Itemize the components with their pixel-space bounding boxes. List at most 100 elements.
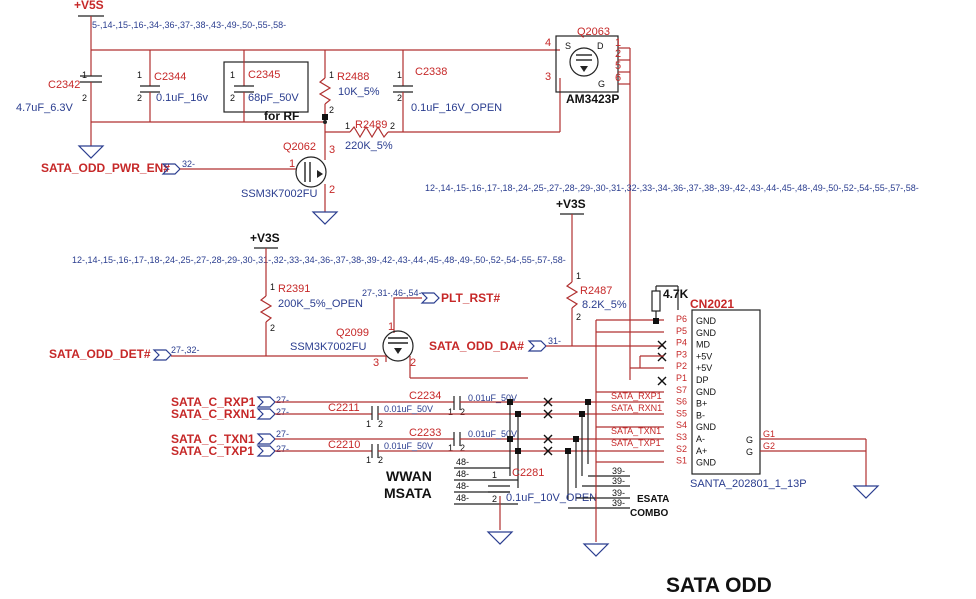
r2487-pin1: 1 xyxy=(576,271,581,281)
cn2021-pin-num: P2 xyxy=(676,361,687,371)
esata-label: ESATA xyxy=(637,494,669,505)
offpage-connector xyxy=(420,292,440,304)
net-txp1-label: SATA_C_TXP1 xyxy=(171,444,254,458)
c2344-pin1: 1 xyxy=(137,70,142,80)
junction-dot xyxy=(515,448,521,454)
c2234-pin1: 1 xyxy=(448,407,453,417)
r2489-resistor xyxy=(349,125,389,139)
net-odd-det-label: SATA_ODD_DET# xyxy=(49,347,151,361)
c2210-pin1: 1 xyxy=(366,455,371,465)
ground-symbol xyxy=(77,145,105,159)
esata-ref-39: 39- xyxy=(612,488,625,498)
net-v3s-right-label: +V3S xyxy=(556,197,586,211)
q2062-mosfet-symbol xyxy=(295,156,327,188)
q2063-value: AM3423P xyxy=(566,92,619,106)
q2063-box xyxy=(555,35,619,93)
q2099-pin2: 2 xyxy=(410,357,416,369)
cn2021-pin-num: P4 xyxy=(676,338,687,348)
plt-rst-wire xyxy=(393,297,422,333)
c2342-ref: C2342 xyxy=(48,79,80,91)
cn2021-pin-name: GND xyxy=(696,422,717,432)
cn2021-pin-num: S1 xyxy=(676,456,687,466)
r2489-value: 220K_5% xyxy=(345,140,393,152)
ground-symbol xyxy=(486,531,514,545)
q2063-pin4: 4 xyxy=(545,37,551,49)
cn2021-pin-name: A- xyxy=(696,434,705,444)
q2063-pin2: 2 xyxy=(615,48,621,60)
c2233-value: 0.01uF_50V xyxy=(468,429,517,439)
rxn1-ref: 27- xyxy=(276,407,289,417)
net-odd-da-label: SATA_ODD_DA# xyxy=(429,339,524,353)
junction-dot xyxy=(585,399,591,405)
c2338-ref: C2338 xyxy=(415,66,447,78)
junction-dot xyxy=(515,411,521,417)
r2489-pin2: 2 xyxy=(390,121,395,131)
r2487-resistor xyxy=(565,281,579,309)
q2063-pin6: 6 xyxy=(615,72,621,84)
connector-diff-label: SATA_RXN1 xyxy=(611,403,662,413)
connector-diff-label: SATA_TXP1 xyxy=(611,438,661,448)
r2391-ref: R2391 xyxy=(278,283,310,295)
q2099-pin3: 3 xyxy=(373,357,379,369)
cn2021-ref: CN2021 xyxy=(690,297,734,311)
cn2021-pin-num: S6 xyxy=(676,397,687,407)
r2391-pin1: 1 xyxy=(270,282,275,292)
no-connect-marks xyxy=(543,340,667,456)
junction-dot xyxy=(653,318,659,324)
esata-ref-39: 39- xyxy=(612,466,625,476)
odd-da-ref: 31- xyxy=(548,336,561,346)
cn2021-body xyxy=(691,309,761,475)
cn2021-pin-name: +5V xyxy=(696,351,712,361)
cn2021-part: SANTA_202801_1_13P xyxy=(690,478,807,490)
c2342-pin1: 1 xyxy=(82,70,87,80)
offpage-connector xyxy=(256,433,276,445)
c2233-pin1: 1 xyxy=(448,443,453,453)
q2062-ref: Q2062 xyxy=(283,141,316,153)
offpage-connector xyxy=(152,349,172,361)
c2234-ref: C2234 xyxy=(409,390,441,402)
cn2021-pin-name: GND xyxy=(696,458,717,468)
c2338-value: 0.1uF_16V_OPEN xyxy=(411,102,502,114)
esata-ref-39: 39- xyxy=(612,476,625,486)
q2062-value: SSM3K7002FU xyxy=(241,188,317,200)
connector-diff-label: SATA_TXN1 xyxy=(611,426,661,436)
rxp1-ref: 27- xyxy=(276,395,289,405)
q2062-arrow xyxy=(317,170,323,178)
cn2021-pin-num: S3 xyxy=(676,432,687,442)
odd-det-ref: 27-,32- xyxy=(171,345,200,355)
q2062-pin3: 3 xyxy=(329,144,335,156)
net-pwr-en-label: SATA_ODD_PWR_EN# xyxy=(41,161,170,175)
q2099-mosfet-symbol xyxy=(382,330,414,362)
txp1-ref: 27- xyxy=(276,444,289,454)
junction-dot xyxy=(507,436,513,442)
net-v3s-left-label: +V3S xyxy=(250,231,280,245)
wwan-ref-48: 48- xyxy=(456,469,469,479)
cn2021-g2-num: G2 xyxy=(763,441,775,451)
r2487-pin2: 2 xyxy=(576,312,581,322)
plt-rst-ref: 27-,31-,46-,54- xyxy=(362,288,422,298)
c2210-ref: C2210 xyxy=(328,439,360,451)
offpage-connector xyxy=(256,396,276,408)
cn2021-g1-num: G1 xyxy=(763,429,775,439)
r2489-ref: R2489 xyxy=(355,119,387,131)
cn2021-pin-num: S2 xyxy=(676,444,687,454)
q2099-value: SSM3K7002FU xyxy=(290,341,366,353)
cn2021-pin-name: MD xyxy=(696,340,710,350)
cn2021-pin-num: S5 xyxy=(676,408,687,418)
c2233-ref: C2233 xyxy=(409,427,441,439)
cn2021-pin-name: GND xyxy=(696,387,717,397)
q2099-arrow xyxy=(394,348,402,354)
q2063-body-diode xyxy=(580,66,588,72)
net-plt-rst-label: PLT_RST# xyxy=(441,291,500,305)
r2488-ref: R2488 xyxy=(337,71,369,83)
wwan-label: WWAN xyxy=(386,468,432,484)
r-4k7-value: 4.7K xyxy=(663,287,689,301)
junction-dot xyxy=(323,120,327,124)
c2210-pin2: 2 xyxy=(378,455,383,465)
junction-dot xyxy=(322,114,328,120)
v3s-right-sheet-list: 12-,14-,15-,16-,17-,18-,24-,25-,27-,28-,… xyxy=(425,183,919,193)
msata-label: MSATA xyxy=(384,485,432,501)
c2233-pin2: 2 xyxy=(460,443,465,453)
q2099-ref: Q2099 xyxy=(336,327,369,339)
